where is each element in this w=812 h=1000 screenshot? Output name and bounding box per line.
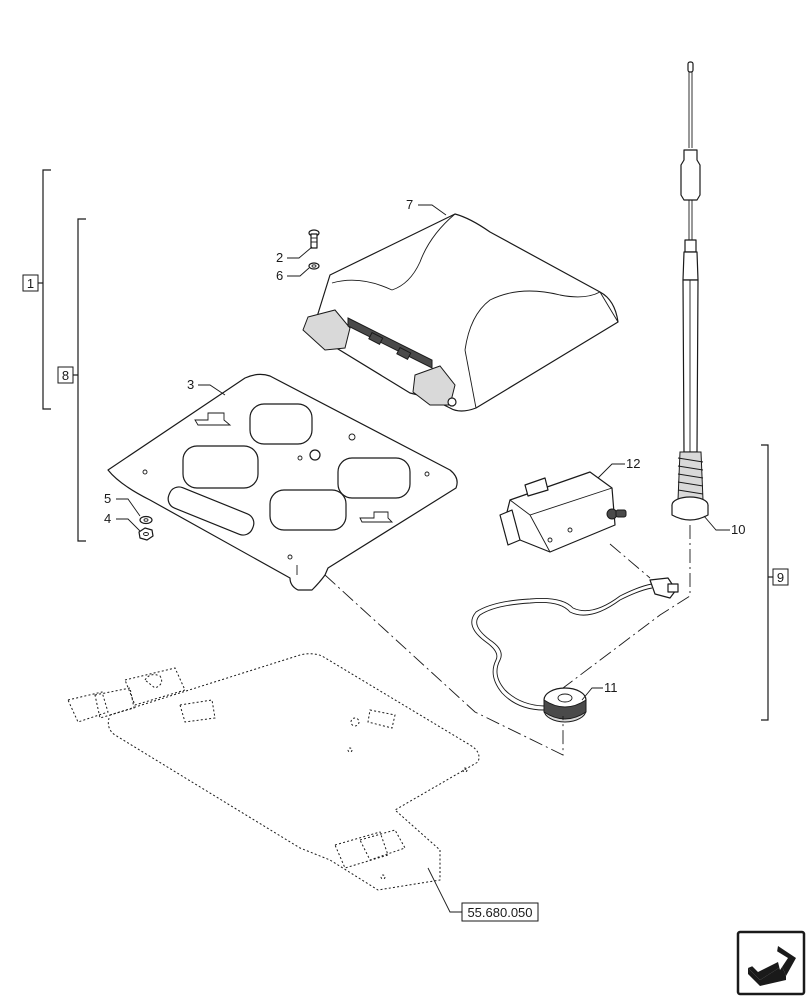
callout-4[interactable]: 4: [104, 511, 141, 532]
module: [499, 471, 627, 553]
group-bracket-9: 9: [761, 444, 789, 721]
group-box-1[interactable]: [22, 274, 39, 292]
mounting-plate: [107, 373, 458, 591]
group-label-9: 9: [777, 570, 784, 585]
callout-12[interactable]: 12: [597, 456, 640, 479]
callout-label-3: 3: [187, 377, 194, 392]
group-label-1: 1: [27, 276, 34, 291]
group-box-8[interactable]: [57, 366, 74, 384]
connection-lines: [324, 525, 691, 756]
antenna: [671, 61, 709, 521]
callout-11[interactable]: 11: [581, 680, 618, 701]
lock-washer: [139, 515, 153, 525]
callout-2[interactable]: 2: [276, 246, 313, 265]
callout-6[interactable]: 6: [276, 267, 310, 283]
reference-label: 55.680.050: [467, 905, 532, 920]
group-bracket-8: 8: [57, 218, 86, 542]
callout-3[interactable]: 3: [187, 377, 226, 396]
puck-antenna: [543, 687, 587, 723]
callout-10[interactable]: 10: [703, 515, 745, 537]
callout-label-4: 4: [104, 511, 111, 526]
callout-label-11: 11: [604, 680, 618, 695]
callout-label-12: 12: [626, 456, 640, 471]
reference-link[interactable]: 55.680.050: [427, 867, 539, 922]
display-cover: [302, 213, 619, 412]
bolt: [308, 229, 320, 249]
washer: [308, 262, 320, 270]
callout-label-10: 10: [731, 522, 745, 537]
callout-7[interactable]: 7: [406, 197, 447, 216]
group-bracket-1: 1: [22, 169, 51, 410]
next-page-arrow-icon[interactable]: [736, 930, 806, 996]
callout-5[interactable]: 5: [104, 491, 141, 517]
antenna-cable: [471, 577, 679, 711]
group-box-9[interactable]: [772, 568, 789, 586]
nut: [138, 527, 154, 541]
callout-label-6: 6: [276, 268, 283, 283]
callout-label-2: 2: [276, 250, 283, 265]
reference-assembly-phantom: [67, 653, 480, 891]
callout-label-5: 5: [104, 491, 111, 506]
callout-label-7: 7: [406, 197, 413, 212]
group-label-8: 8: [62, 368, 69, 383]
